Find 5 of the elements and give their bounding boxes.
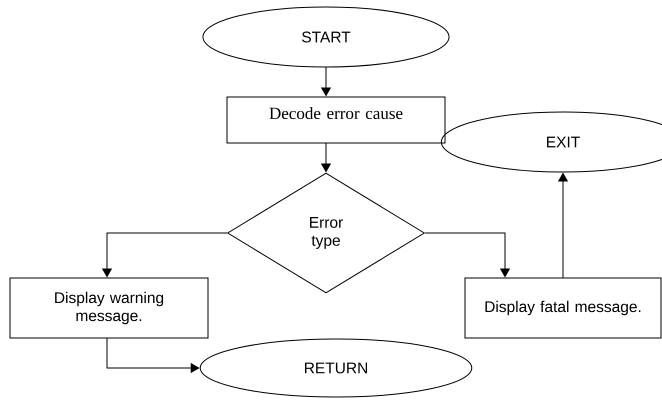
terminal-oval: RETURN (200, 338, 472, 398)
terminal-oval: START (202, 6, 450, 68)
process-box: Decode error cause (226, 96, 446, 144)
process-box: Display fatal message. (464, 278, 662, 338)
process-box: Display warning message. (10, 278, 208, 338)
